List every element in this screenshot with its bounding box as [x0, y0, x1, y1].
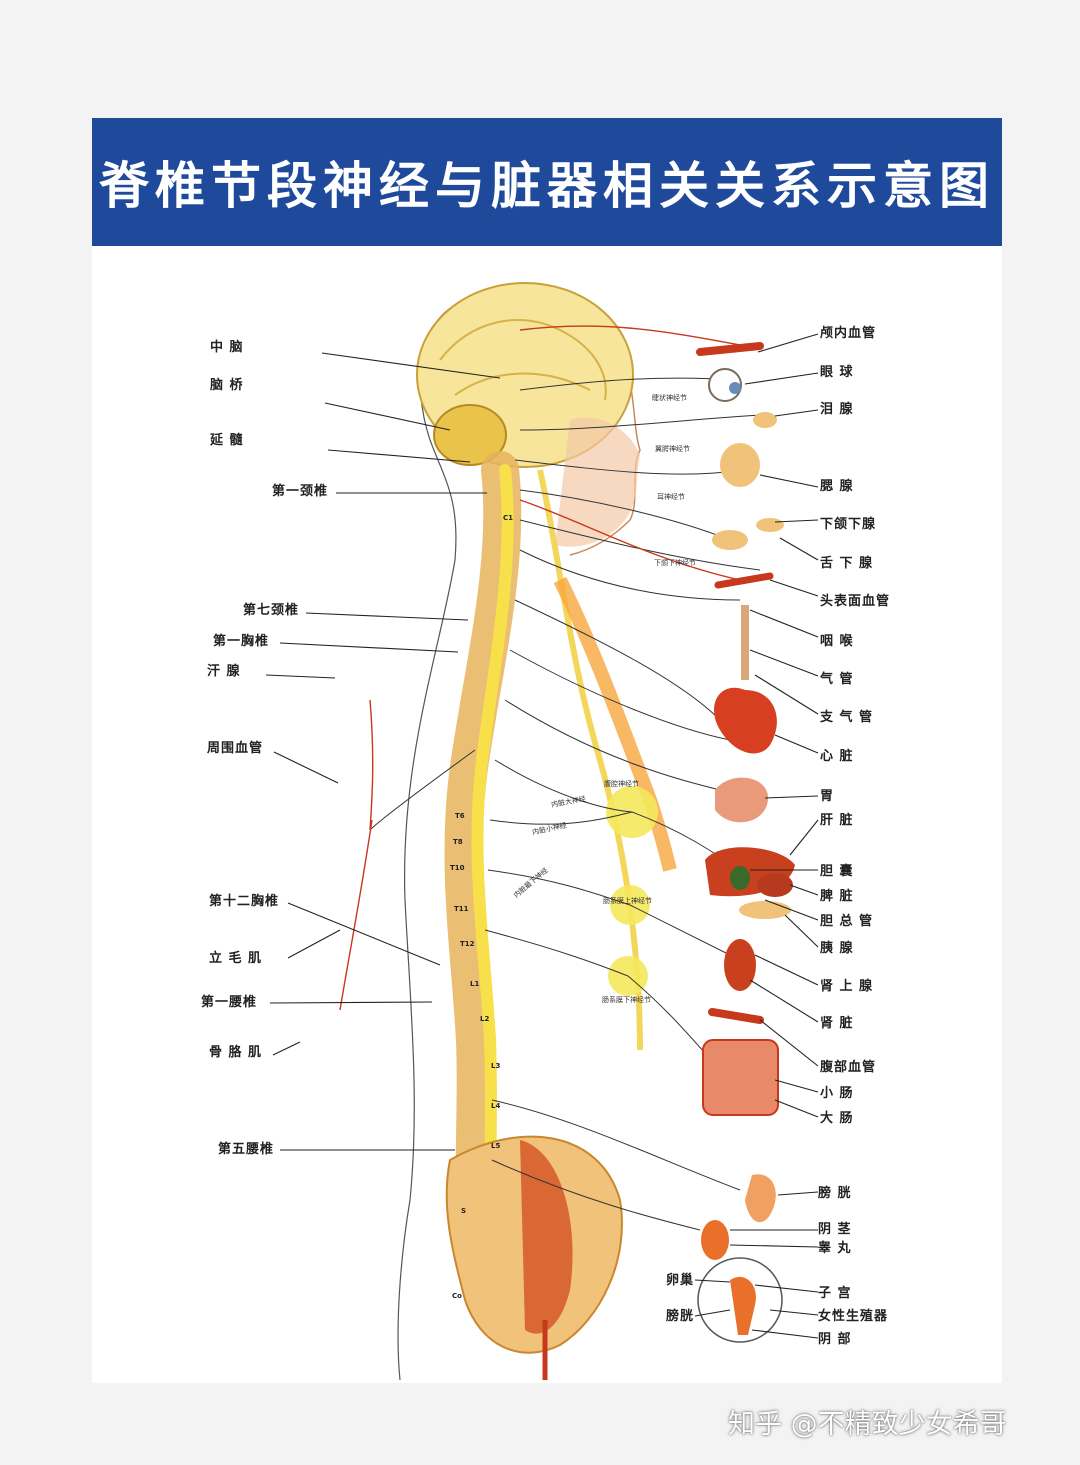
label-t12: 第十二胸椎: [209, 894, 280, 909]
parotid-gland-organ: [720, 443, 760, 487]
gallbladder-organ: [730, 866, 750, 890]
submandibular-gland-organ: [712, 530, 748, 550]
vertebra-l4: L4: [491, 1102, 501, 1110]
label-common-bile-duct: 胆 总 管: [820, 914, 874, 929]
vertebra-t12: T12: [460, 940, 475, 948]
label-gallbladder: 胆 囊: [820, 864, 854, 879]
label-uterus: 子 宫: [818, 1286, 852, 1301]
label-otic-ganglion: 耳神经节: [657, 493, 685, 501]
label-heart: 心 脏: [820, 749, 854, 764]
kidney-organ: [724, 939, 756, 991]
esophagus: [553, 576, 677, 872]
vertebra-l5: L5: [491, 1142, 501, 1150]
nerve-fibers: [369, 377, 761, 1231]
watermark: 知乎 @不精致少女希哥: [728, 1409, 1007, 1440]
label-adrenal-gland: 肾 上 腺: [820, 979, 874, 994]
label-ciliary-ganglion: 睫状神经节: [652, 394, 687, 402]
label-inset-bladder: 膀胱: [666, 1309, 695, 1324]
label-skeletal-muscle: 骨 胳 肌: [209, 1045, 263, 1060]
vertebra-c1: C1: [503, 514, 514, 522]
label-intracranial-vessel: 颅内血管: [820, 326, 877, 341]
bladder-organ: [745, 1174, 776, 1223]
vertebra-s: S: [461, 1207, 467, 1215]
label-arrector-pili: 立 毛 肌: [209, 951, 263, 966]
page-title: 脊椎节段神经与脏器相关关系示意图: [99, 157, 995, 215]
label-celiac-ganglion: 腹腔神经节: [604, 780, 639, 788]
testis-organ: [701, 1220, 729, 1260]
label-trachea: 气 管: [820, 672, 854, 687]
label-eyeball: 眼 球: [820, 365, 854, 380]
label-bladder: 膀 胱: [818, 1186, 852, 1201]
vertebra-l1: L1: [470, 980, 480, 988]
leader-lines: [265, 333, 819, 1339]
vessels: [339, 325, 741, 1011]
label-sublingual-gland: 舌 下 腺: [820, 556, 874, 571]
label-medulla: 延 髓: [210, 433, 244, 448]
vertebra-co: Co: [452, 1292, 462, 1300]
label-head-surface-vessel: 头表面血管: [820, 594, 891, 609]
label-liver: 肝 脏: [820, 813, 854, 828]
vertebra-t8: T8: [453, 838, 463, 846]
title-bar: 脊椎节段神经与脏器相关关系示意图: [92, 118, 1002, 246]
body-outline: [397, 299, 471, 1381]
label-ovary: 卵巢: [666, 1273, 695, 1288]
brain-folds: [439, 319, 607, 401]
label-l1: 第一腰椎: [201, 995, 258, 1010]
label-lacrimal-gland: 泪 腺: [820, 402, 854, 417]
head-vessel-organ: [714, 572, 774, 589]
sympathetic-trunk: [537, 469, 643, 1051]
label-pons: 脑 桥: [210, 378, 244, 393]
stomach-organ: [715, 777, 769, 823]
label-large-intestine: 大 肠: [820, 1111, 854, 1126]
female-inset: [697, 1257, 783, 1343]
intracranial-vessel-organ: [696, 342, 764, 356]
label-peripheral-vessel: 周围血管: [207, 741, 264, 756]
intestine-organ: [702, 1039, 779, 1116]
label-inferior-mesenteric-ganglion: 肠系膜下神经节: [602, 996, 651, 1004]
spinal-cord: [471, 464, 514, 1226]
label-small-intestine: 小 肠: [820, 1086, 854, 1101]
label-testis: 睾 丸: [818, 1241, 852, 1256]
label-stomach: 胃: [820, 789, 835, 804]
label-submandibular-gland: 下颌下腺: [820, 517, 877, 532]
label-pancreas: 胰 腺: [820, 941, 854, 956]
vertebra-l3: L3: [491, 1062, 501, 1070]
vertebra-t11: T11: [454, 905, 469, 913]
label-abdominal-vessel: 腹部血管: [820, 1060, 877, 1075]
label-c7: 第七颈椎: [243, 603, 300, 618]
label-l5: 第五腰椎: [218, 1142, 275, 1157]
label-midbrain: 中 脑: [210, 340, 244, 355]
label-pterygopalatine-ganglion: 翼腭神经节: [655, 445, 690, 453]
spine-column: [444, 451, 522, 1259]
label-spleen: 脾 脏: [820, 889, 854, 904]
uterus-organ: [730, 1276, 756, 1335]
label-penis: 阴 茎: [818, 1222, 852, 1237]
label-superior-mesenteric-ganglion: 肠系膜上神经节: [603, 897, 652, 905]
pelvis-muscle: [520, 1140, 573, 1334]
label-vulva: 阴 部: [818, 1332, 852, 1347]
label-bronchus: 支 气 管: [820, 710, 874, 725]
label-kidney: 肾 脏: [820, 1016, 854, 1031]
label-pharynx: 咽 喉: [820, 634, 854, 649]
vertebra-t10: T10: [450, 864, 465, 872]
abdominal-vessel-organ: [708, 1008, 764, 1024]
spleen-organ: [757, 873, 793, 897]
vertebra-l2: L2: [480, 1015, 490, 1023]
label-sweat-gland: 汗 腺: [207, 664, 241, 679]
label-c1: 第一颈椎: [272, 484, 329, 499]
cerebellum: [433, 404, 507, 466]
lacrimal-gland-organ: [753, 412, 777, 428]
heart-organ: [714, 687, 777, 754]
vertebra-t6: T6: [455, 812, 465, 820]
label-t1: 第一胸椎: [213, 634, 270, 649]
sublingual-gland-organ: [756, 518, 784, 532]
organs: [696, 342, 795, 1343]
label-female-genitals: 女性生殖器: [818, 1309, 889, 1324]
face: [555, 417, 640, 547]
label-parotid-gland: 腮 腺: [820, 479, 854, 494]
pancreas-organ: [739, 901, 791, 919]
label-submandibular-ganglion: 下颌下神经节: [654, 559, 696, 567]
